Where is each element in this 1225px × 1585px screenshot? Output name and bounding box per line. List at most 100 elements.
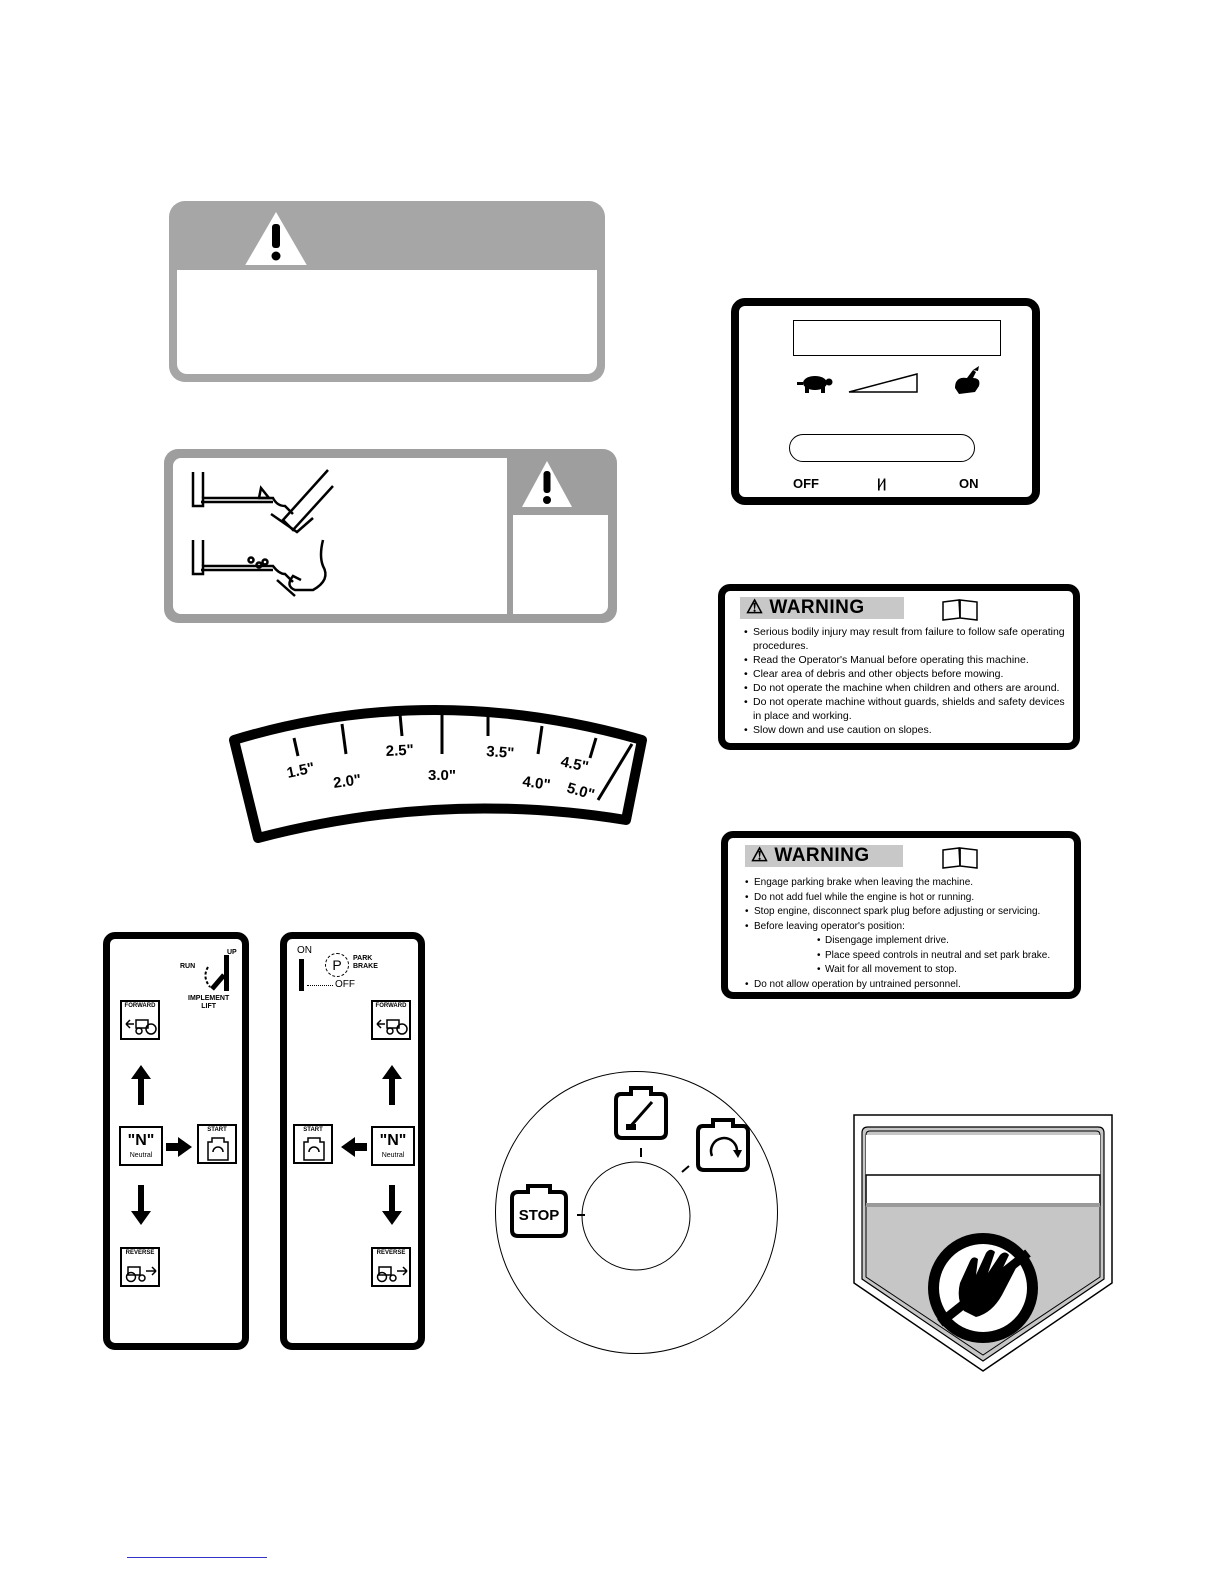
up-label: UP bbox=[227, 949, 237, 956]
hand-in-blade-icon bbox=[928, 1233, 1038, 1343]
neutral-icon: "N" Neutral bbox=[371, 1126, 415, 1166]
operator-manual-icon bbox=[942, 599, 978, 621]
forward-icon: FORWARD bbox=[371, 1000, 411, 1040]
warning-panel-operation: ⚠ WARNING Engage parking brake when leav… bbox=[721, 831, 1081, 999]
gauge-tick bbox=[292, 737, 300, 757]
off-label: OFF bbox=[335, 979, 355, 990]
warning-title: WARNING bbox=[769, 597, 865, 618]
implement-lift-lever-icon bbox=[204, 955, 229, 991]
warning-panel-header: ⚠ WARNING bbox=[740, 597, 904, 619]
blade-hazard-decal bbox=[164, 449, 617, 623]
warning-item: Do not allow operation by untrained pers… bbox=[745, 978, 1077, 993]
warning-panel-safety: ⚠ WARNING Serious bodily injury may resu… bbox=[718, 584, 1080, 750]
warning-item: Do not operate machine without guards, s… bbox=[744, 695, 1074, 723]
gauge-label-4-0: 4.0" bbox=[521, 773, 551, 794]
start-label: START bbox=[303, 1127, 323, 1133]
gauge-label-3-0: 3.0" bbox=[428, 767, 456, 784]
engine-start-icon bbox=[303, 1137, 325, 1161]
tractor-reverse-icon bbox=[376, 1266, 408, 1283]
run-label: RUN bbox=[180, 963, 196, 970]
start-key-icon bbox=[696, 1118, 750, 1172]
arrow-right-icon bbox=[166, 1137, 192, 1157]
on-label: ON bbox=[297, 945, 312, 956]
warning-triangle-icon: ⚠ bbox=[746, 597, 764, 618]
stop-label: STOP bbox=[519, 1207, 560, 1224]
tractor-reverse-icon bbox=[125, 1266, 157, 1283]
blade-hand-icon bbox=[191, 469, 334, 597]
warning-item: Engage parking brake when leaving the ma… bbox=[745, 876, 1077, 891]
warning-list-safety: Serious bodily injury may result from fa… bbox=[744, 625, 1074, 737]
neutral-n: "N" bbox=[127, 1132, 155, 1149]
engine-start-icon bbox=[207, 1137, 229, 1161]
implement-lift-label: IMPLEMENT LIFT bbox=[188, 995, 229, 1011]
gauge-tick bbox=[536, 725, 544, 755]
throttle-decal: OFF |∕| ON bbox=[731, 298, 1040, 505]
gauge-tick bbox=[340, 723, 348, 755]
warning-list-operation: Engage parking brake when leaving the ma… bbox=[745, 876, 1077, 992]
warning-title: WARNING bbox=[774, 845, 870, 866]
neutral-icon: "N" Neutral bbox=[119, 1126, 163, 1166]
park-brake-label: PARK BRAKE bbox=[353, 955, 378, 971]
arrow-up-icon bbox=[131, 1065, 151, 1105]
switch-label-box bbox=[789, 434, 975, 462]
arrow-down-icon bbox=[382, 1185, 402, 1225]
stop-icon: STOP bbox=[510, 1184, 568, 1238]
neutral-word: Neutral bbox=[129, 1152, 153, 1159]
reverse-label: REVERSE bbox=[125, 1250, 155, 1256]
off-label: OFF bbox=[793, 476, 819, 491]
lift-label: LIFT bbox=[201, 1003, 216, 1010]
arrow-left-icon bbox=[341, 1137, 367, 1157]
gauge-label-1-5: 1.5" bbox=[285, 759, 316, 781]
neutral-word: Neutral bbox=[381, 1152, 405, 1159]
warning-item: Read the Operator's Manual before operat… bbox=[744, 653, 1074, 667]
blade-hazard-pictogram bbox=[173, 458, 507, 614]
warning-item: Slow down and use caution on slopes. bbox=[744, 723, 1074, 737]
warning-decal-top bbox=[169, 201, 605, 382]
left-control-strip: RUN UP IMPLEMENT LIFT FORWARD "N" Neutra… bbox=[103, 932, 249, 1350]
warning-sub-item: Place speed controls in neutral and set … bbox=[745, 949, 1077, 964]
warning-sub-item: Wait for all movement to stop. bbox=[745, 963, 1077, 978]
warning-item: Clear area of debris and other objects b… bbox=[744, 667, 1074, 681]
gauge-label-3-5: 3.5" bbox=[486, 743, 515, 762]
forward-icon: FORWARD bbox=[120, 1000, 160, 1040]
forward-label: FORWARD bbox=[124, 1003, 156, 1009]
throttle-wedge-icon bbox=[848, 373, 918, 393]
gauge-label-2-0: 2.0" bbox=[332, 771, 362, 792]
off-position-marker bbox=[307, 985, 333, 986]
brake-label: BRAKE bbox=[353, 963, 378, 970]
operator-manual-icon bbox=[942, 847, 978, 869]
park-brake-icon: P bbox=[325, 953, 349, 977]
tractor-forward-icon bbox=[125, 1019, 157, 1035]
park-label: PARK bbox=[353, 955, 373, 962]
rabbit-fast-icon bbox=[955, 366, 980, 394]
throttle-label-box bbox=[793, 320, 1001, 356]
arrow-down-icon bbox=[131, 1185, 151, 1225]
forward-label: FORWARD bbox=[375, 1003, 407, 1009]
implement-label: IMPLEMENT bbox=[188, 995, 230, 1002]
gauge-tick bbox=[588, 737, 598, 759]
gauge-tick bbox=[596, 743, 634, 801]
warning-sub-item: Disengage implement drive. bbox=[745, 934, 1077, 949]
reverse-label: REVERSE bbox=[376, 1250, 406, 1256]
warning-triangle-icon bbox=[522, 461, 572, 507]
on-label: ON bbox=[959, 476, 979, 491]
tractor-forward-icon bbox=[376, 1019, 408, 1035]
cutting-height-gauge: 1.5" 2.0" 2.5" 3.0" 3.5" 4.0" 4.5" 5.0" bbox=[229, 705, 647, 843]
warning-item: Do not operate the machine when children… bbox=[744, 681, 1074, 695]
reverse-icon: REVERSE bbox=[120, 1247, 160, 1287]
park-brake-lever-icon bbox=[299, 959, 304, 991]
warning-panel-header: ⚠ WARNING bbox=[745, 845, 903, 867]
warning-triangle-icon: ⚠ bbox=[751, 845, 769, 866]
start-label: START bbox=[207, 1127, 227, 1133]
gauge-tick bbox=[398, 713, 404, 737]
warning-triangle-icon bbox=[245, 212, 307, 265]
footer-link-underline bbox=[127, 1557, 267, 1558]
right-control-strip: ON P PARK BRAKE OFF FORWARD START "N" Ne… bbox=[280, 932, 425, 1350]
start-icon: START bbox=[293, 1124, 333, 1164]
warning-item: Before leaving operator's position: bbox=[745, 920, 1077, 935]
gauge-label-2-5: 2.5" bbox=[385, 742, 414, 760]
neutral-n: "N" bbox=[379, 1132, 407, 1149]
warning-item: Do not add fuel while the engine is hot … bbox=[745, 891, 1077, 906]
arrow-up-icon bbox=[382, 1065, 402, 1105]
gauge-label-4-5: 4.5" bbox=[559, 753, 590, 775]
